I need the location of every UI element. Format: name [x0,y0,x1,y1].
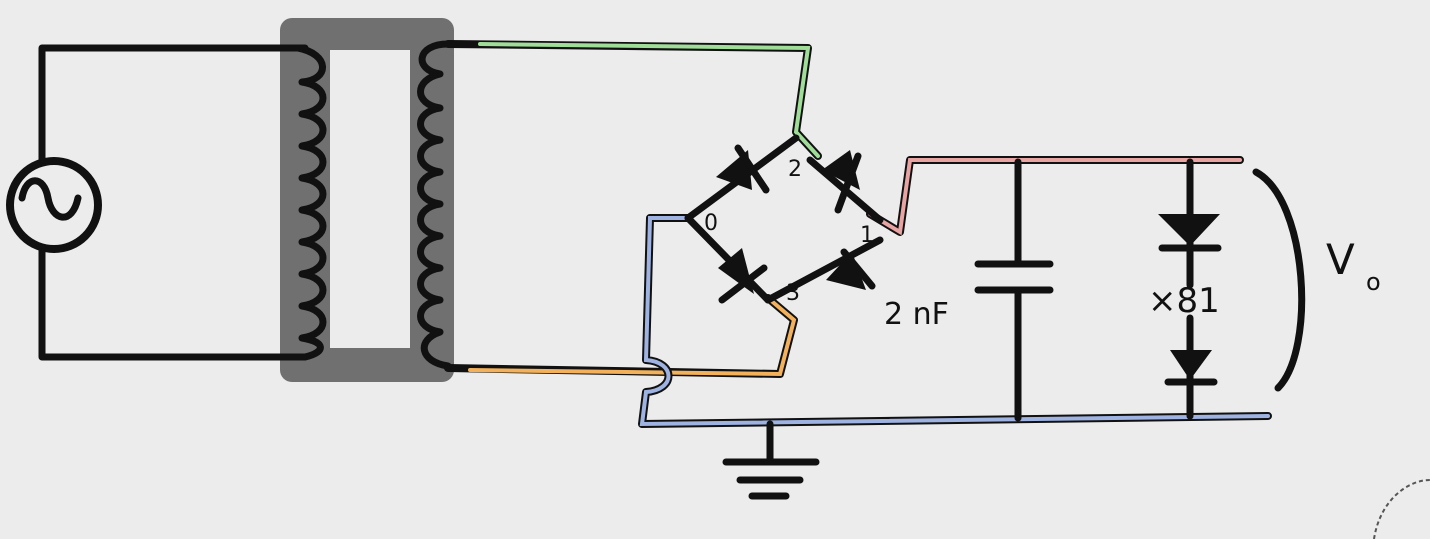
node1-wire-color [868,158,1242,236]
diode-bridge [684,134,884,304]
secondary-coil [417,40,452,370]
diode-bottom-right [764,236,884,304]
node-label-1: 1 [860,223,874,248]
diode-stack-label: ×81 [1148,281,1220,321]
ground-symbol [722,420,820,500]
diode-stack [1158,158,1222,420]
primary-wire-bottom [38,244,309,361]
diode-bottom-left [684,214,772,304]
node-label-2: 2 [788,157,802,182]
diode-top-right [806,150,884,224]
capacitor [974,158,1054,422]
node2-wire [444,40,822,160]
node0-wire-color [639,216,1270,427]
output-bracket [1252,168,1306,392]
capacitor-label: 2 nF [884,297,949,332]
primary-coil [294,44,327,361]
node3-wire [444,294,798,378]
primary-wire-top [38,44,309,164]
transformer-core-window [330,50,410,348]
ac-source: ~ [6,157,102,253]
corner-arc [1373,479,1430,539]
node2-wire-color [478,42,820,158]
node3-wire-color [468,296,797,377]
node-label-3: 3 [786,281,800,306]
output-label: V [1326,235,1355,284]
output-subscript: o [1366,268,1381,296]
node-label-0: 0 [704,211,718,236]
diode-top-left [684,134,800,222]
source-symbol: ~ [54,214,55,216]
